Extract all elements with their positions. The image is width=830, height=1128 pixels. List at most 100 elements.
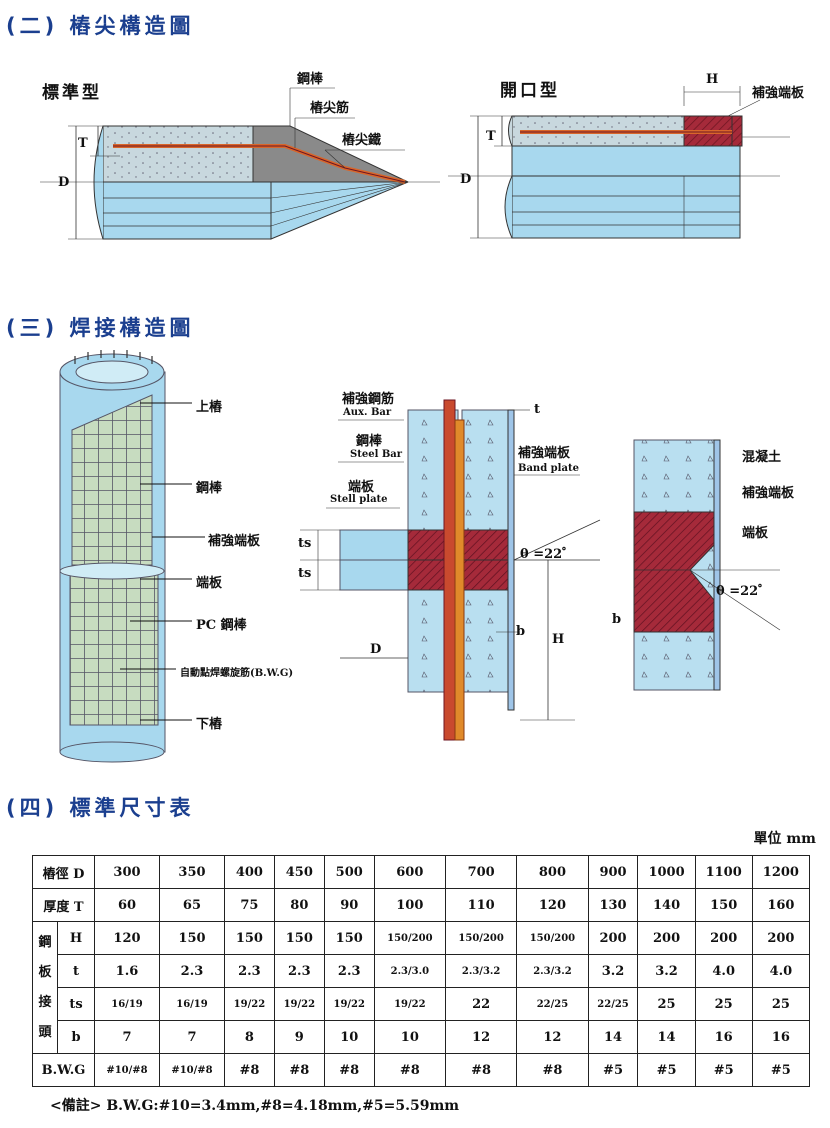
steel-bar-label-2: 鋼棒 (196, 481, 223, 496)
cell-H: 150/200 (516, 921, 589, 955)
cell-diameter: 800 (516, 855, 589, 889)
cell-b: 7 (158, 1020, 225, 1054)
ts-label-2: ts (298, 566, 312, 581)
joint-detail (300, 399, 601, 741)
row-header-b: b (57, 1020, 95, 1054)
h-dimension-label: H (706, 72, 719, 87)
cell-ts: 19/22 (373, 987, 446, 1021)
cell-t: 2.3/3.2 (516, 954, 589, 988)
cell-thickness: 120 (516, 888, 589, 922)
cell-thickness: 75 (223, 888, 275, 922)
aux-bar-cn-label: 補強鋼筋 (342, 392, 395, 407)
steel-bar-cn-label: 鋼棒 (356, 434, 383, 449)
row-header-t: t (57, 954, 95, 988)
cell-H: 200 (637, 921, 696, 955)
ts-label-1: ts (298, 536, 312, 551)
cell-t: 2.3/3.2 (444, 954, 518, 988)
welding-drawing (59, 350, 781, 763)
cell-t: 3.2 (587, 954, 639, 988)
cell-ts: 25 (637, 987, 696, 1021)
unit-label: 單位 mm (753, 831, 816, 847)
cell-thickness: 90 (323, 888, 375, 922)
stell-plate-en-label: Stell plate (330, 494, 388, 505)
concrete-label: 混凝土 (742, 450, 782, 465)
cell-thickness: 100 (373, 888, 446, 922)
cell-t: 2.3/3.0 (373, 954, 446, 988)
cell-H: 200 (694, 921, 753, 955)
cell-diameter: 1200 (751, 855, 811, 889)
row-header-bwg: B.W.G (32, 1053, 95, 1087)
pile-tip-drawing (40, 86, 790, 240)
cell-bwg: #8 (223, 1053, 275, 1087)
cell-diameter: 300 (94, 855, 160, 889)
cell-H: 150/200 (373, 921, 446, 955)
cell-ts: 22/25 (516, 987, 589, 1021)
cell-diameter: 1000 (637, 855, 696, 889)
cell-t: 4.0 (751, 954, 811, 988)
cell-ts: 25 (751, 987, 811, 1021)
cell-H: 200 (751, 921, 811, 955)
cell-H: 120 (94, 921, 160, 955)
cell-H: 150 (223, 921, 275, 955)
cell-diameter: 700 (444, 855, 518, 889)
aux-bar-en-label: Aux. Bar (343, 407, 392, 418)
cell-H: 150 (273, 921, 325, 955)
cell-ts: 22 (444, 987, 518, 1021)
cell-bwg: #10/#8 (158, 1053, 225, 1087)
cell-bwg: #8 (516, 1053, 589, 1087)
cell-bwg: #5 (587, 1053, 639, 1087)
spiral-label: 自動點焊螺旋筋(B.W.G) (180, 668, 294, 679)
section-title-pile-tip: (二) 樁尖構造圖 (6, 14, 195, 38)
cell-thickness: 160 (751, 888, 811, 922)
reinforced-end-plate-label: 補強端板 (752, 86, 805, 101)
cell-b: 14 (587, 1020, 639, 1054)
cell-diameter: 900 (587, 855, 639, 889)
cell-t: 3.2 (637, 954, 696, 988)
bwg-note: <備註> B.W.G:#10=3.4mm,#8=4.18mm,#5=5.59mm (50, 1098, 460, 1114)
standard-type-pile (40, 87, 440, 240)
steel-bar-en-label: Steel Bar (350, 449, 403, 460)
cell-ts: 19/22 (323, 987, 375, 1021)
cell-bwg: #8 (323, 1053, 375, 1087)
b-label: b (516, 624, 526, 639)
cell-thickness: 60 (94, 888, 160, 922)
row-header-joint: 鋼板接頭 (32, 921, 58, 1054)
b-label-2: b (612, 612, 622, 627)
cell-H: 200 (587, 921, 639, 955)
open-t-dimension-label: T (486, 129, 496, 144)
cell-thickness: 80 (273, 888, 325, 922)
end-plate-label-2: 端板 (742, 526, 769, 541)
t-label: t (534, 402, 541, 417)
cell-b: 10 (373, 1020, 446, 1054)
upper-pile-label: 上樁 (196, 400, 223, 415)
cell-bwg: #8 (373, 1053, 446, 1087)
cell-diameter: 350 (158, 855, 225, 889)
section-title-welding: (三) 焊接構造圖 (6, 316, 195, 340)
cell-bwg: #8 (444, 1053, 518, 1087)
cell-b: 10 (323, 1020, 375, 1054)
cell-t: 2.3 (223, 954, 275, 988)
cell-thickness: 140 (637, 888, 696, 922)
cell-ts: 19/22 (223, 987, 275, 1021)
section-title-dimension-table: (四) 標準尺寸表 (6, 796, 195, 820)
reinforced-end-plate-label-2: 補強端板 (208, 534, 261, 549)
pile-cylinder (59, 350, 166, 763)
cell-diameter: 450 (273, 855, 325, 889)
cell-ts: 22/25 (587, 987, 639, 1021)
cell-ts: 19/22 (273, 987, 325, 1021)
cell-bwg: #5 (751, 1053, 811, 1087)
tip-iron-label: 樁尖鐵 (342, 133, 382, 148)
theta-label: θ =22゜ (520, 547, 576, 562)
row-header-diameter: 樁徑 D (32, 855, 95, 889)
lower-pile-label: 下樁 (196, 717, 223, 732)
cell-t: 4.0 (694, 954, 753, 988)
plate-detail (633, 439, 781, 691)
cell-diameter: 1100 (694, 855, 753, 889)
